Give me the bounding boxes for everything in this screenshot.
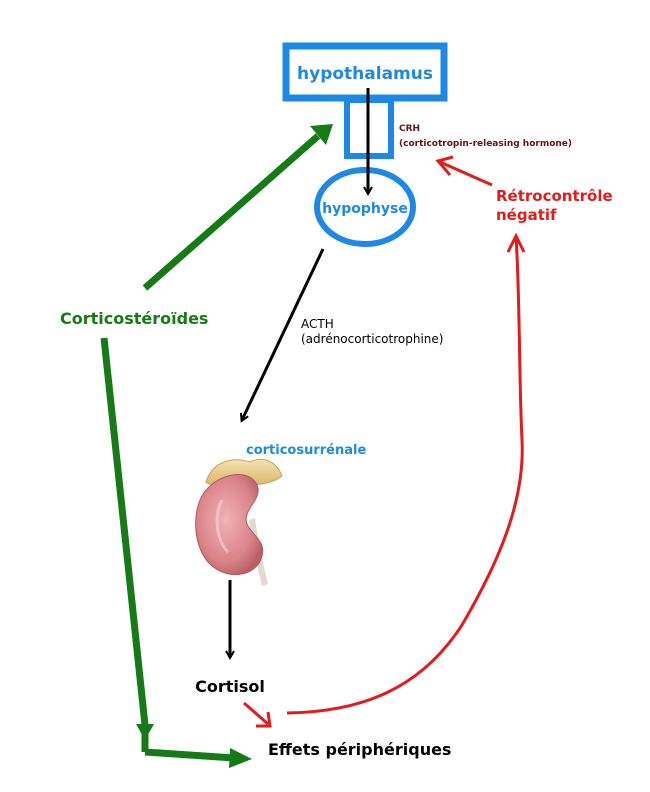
acth-arrow <box>242 248 325 420</box>
acth-full-label: (adrénocorticotrophine) <box>301 332 443 346</box>
red-arrowhead-small <box>256 711 272 728</box>
retrocontrole-label-line1: Rétrocontrôle <box>496 187 613 205</box>
corticosteroides-down-line <box>100 337 149 752</box>
hypophyse-ellipse <box>314 167 416 247</box>
red-arrowhead-up <box>506 232 526 253</box>
feedback-loop-path <box>286 235 524 715</box>
green-arrowhead-up <box>310 124 333 145</box>
retrocontrole-to-hypothalamus-arrow <box>439 160 493 187</box>
kidney-with-adrenal-gland-icon <box>195 458 283 586</box>
retrocontrole-label-line2: négatif <box>496 206 557 224</box>
green-arrowhead-down <box>136 724 154 740</box>
cortisol-to-effets-arrow <box>243 701 269 726</box>
green-arrows <box>100 124 333 768</box>
crh-full-label: (corticotropin-releasing hormone) <box>399 139 572 149</box>
corticosteroides-to-hypothalamus-arrow <box>142 133 321 291</box>
corticosurrenale-label: corticosurrénale <box>246 443 366 458</box>
effets-peripheriques-label: Effets périphériques <box>268 740 451 759</box>
cortisol-label: Cortisol <box>195 677 265 696</box>
corticosteroides-to-effets-arrow <box>144 748 235 762</box>
red-arrowhead-left <box>435 155 454 176</box>
hypothalamus-label: hypothalamus <box>297 64 433 84</box>
crh-abbr-label: CRH <box>399 124 420 134</box>
acth-abbr-label: ACTH <box>301 317 334 331</box>
green-arrowhead-right <box>229 748 252 768</box>
red-feedback <box>243 155 526 728</box>
corticosteroides-label: Corticostéroïdes <box>60 309 208 328</box>
hypophyse-label: hypophyse <box>322 201 408 217</box>
